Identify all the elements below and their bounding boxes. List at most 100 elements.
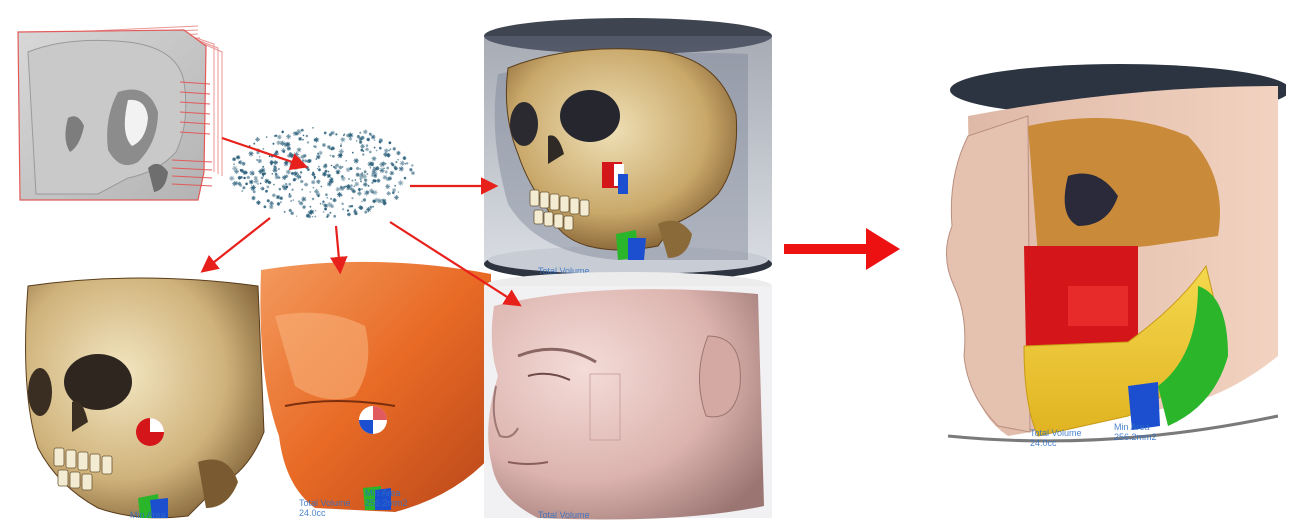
point-cloud-star: [360, 144, 365, 149]
point-cloud-star: [248, 151, 253, 156]
point-cloud-star: [390, 171, 395, 176]
point-cloud-star: [357, 191, 362, 196]
point-cloud-star: [331, 148, 333, 150]
point-cloud-star: [358, 205, 363, 210]
point-cloud-star: [314, 137, 319, 142]
point-cloud-star: [267, 199, 270, 202]
point-cloud-star: [290, 211, 294, 215]
point-cloud-star: [272, 173, 273, 174]
point-cloud-star: [394, 185, 396, 187]
point-cloud-star: [263, 205, 266, 208]
bone-render-icon: [18, 272, 268, 524]
point-cloud-star: [368, 185, 370, 187]
point-cloud-star: [404, 177, 407, 180]
point-cloud-star: [351, 197, 353, 199]
point-cloud-star: [278, 168, 280, 170]
point-cloud-star: [354, 211, 358, 215]
point-cloud-star: [361, 201, 363, 203]
point-cloud-star: [314, 189, 319, 194]
point-cloud-star: [325, 193, 328, 196]
point-cloud-star: [385, 170, 388, 173]
point-cloud-star: [376, 150, 378, 152]
point-cloud-star: [361, 188, 363, 190]
point-cloud-star: [266, 185, 269, 188]
point-cloud-star: [352, 152, 354, 154]
point-cloud-star: [318, 168, 321, 171]
point-cloud-star: [411, 164, 413, 166]
point-cloud-star: [301, 129, 304, 132]
composite-icon: [928, 56, 1286, 472]
ct-slice-stack-panel: [8, 22, 228, 202]
point-cloud-star: [327, 174, 331, 178]
point-cloud-star: [279, 188, 282, 191]
point-cloud-star: [298, 137, 302, 141]
point-cloud-star: [332, 198, 336, 202]
point-cloud-star: [272, 143, 274, 145]
point-cloud-star: [386, 153, 391, 158]
point-cloud-star: [302, 159, 304, 161]
head-icon: [478, 266, 776, 524]
point-cloud-star: [358, 135, 359, 136]
point-cloud-star: [385, 184, 390, 189]
point-cloud-star: [391, 163, 394, 166]
point-cloud-star: [382, 201, 386, 205]
point-cloud-star: [332, 155, 335, 158]
point-cloud-star: [318, 166, 320, 168]
point-cloud-star: [321, 186, 322, 187]
point-cloud-star: [363, 130, 368, 135]
point-cloud-star: [329, 212, 331, 214]
point-cloud-star: [299, 201, 303, 205]
point-cloud-star: [365, 147, 369, 151]
point-cloud-star: [379, 147, 382, 150]
point-cloud-star: [406, 162, 408, 164]
point-cloud-star: [370, 167, 372, 169]
point-cloud-star: [411, 171, 415, 175]
point-cloud-star: [340, 145, 342, 147]
point-cloud-star: [341, 202, 344, 205]
point-cloud-star: [257, 159, 262, 164]
point-cloud-star: [376, 179, 380, 183]
point-cloud-star: [310, 191, 311, 192]
point-cloud-star: [257, 183, 258, 184]
point-cloud-star: [386, 167, 389, 170]
point-cloud-star: [346, 133, 350, 137]
point-cloud-star: [243, 177, 245, 179]
point-cloud-star: [311, 180, 315, 184]
point-cloud-star: [400, 161, 405, 166]
point-cloud-star: [240, 169, 242, 171]
point-cloud-star: [312, 127, 313, 128]
point-cloud-star: [286, 134, 291, 139]
point-cloud-star: [388, 141, 391, 144]
point-cloud-star: [356, 173, 360, 177]
point-cloud-star: [318, 151, 322, 155]
point-cloud-star: [370, 161, 374, 165]
point-cloud-star: [283, 186, 288, 191]
point-cloud-star: [317, 168, 318, 169]
point-cloud-star: [394, 195, 399, 200]
point-cloud-star: [303, 135, 304, 136]
point-cloud-star: [287, 146, 292, 151]
point-cloud-star: [310, 206, 312, 208]
point-cloud-star: [313, 187, 315, 189]
point-cloud-star: [277, 202, 281, 206]
point-cloud-star: [291, 189, 293, 191]
point-cloud-star: [322, 143, 326, 147]
point-cloud-star: [345, 160, 347, 162]
point-cloud-star: [281, 148, 286, 153]
point-cloud-star: [354, 182, 359, 187]
ct-slice-icon: [8, 22, 228, 202]
point-cloud-star: [363, 150, 365, 152]
point-cloud-star: [314, 145, 317, 148]
face-surface-panel: Total Volume: [478, 266, 776, 524]
point-cloud-star: [392, 147, 396, 151]
point-cloud-star: [349, 167, 352, 170]
point-cloud-star: [379, 138, 383, 142]
point-cloud-star: [322, 200, 325, 203]
point-cloud-star: [274, 166, 277, 169]
point-cloud-star: [363, 182, 368, 187]
point-cloud-star: [344, 133, 345, 134]
point-cloud-star: [292, 199, 294, 201]
point-cloud-star: [229, 176, 234, 181]
point-cloud-star: [300, 171, 302, 173]
point-cloud-star: [269, 156, 271, 158]
